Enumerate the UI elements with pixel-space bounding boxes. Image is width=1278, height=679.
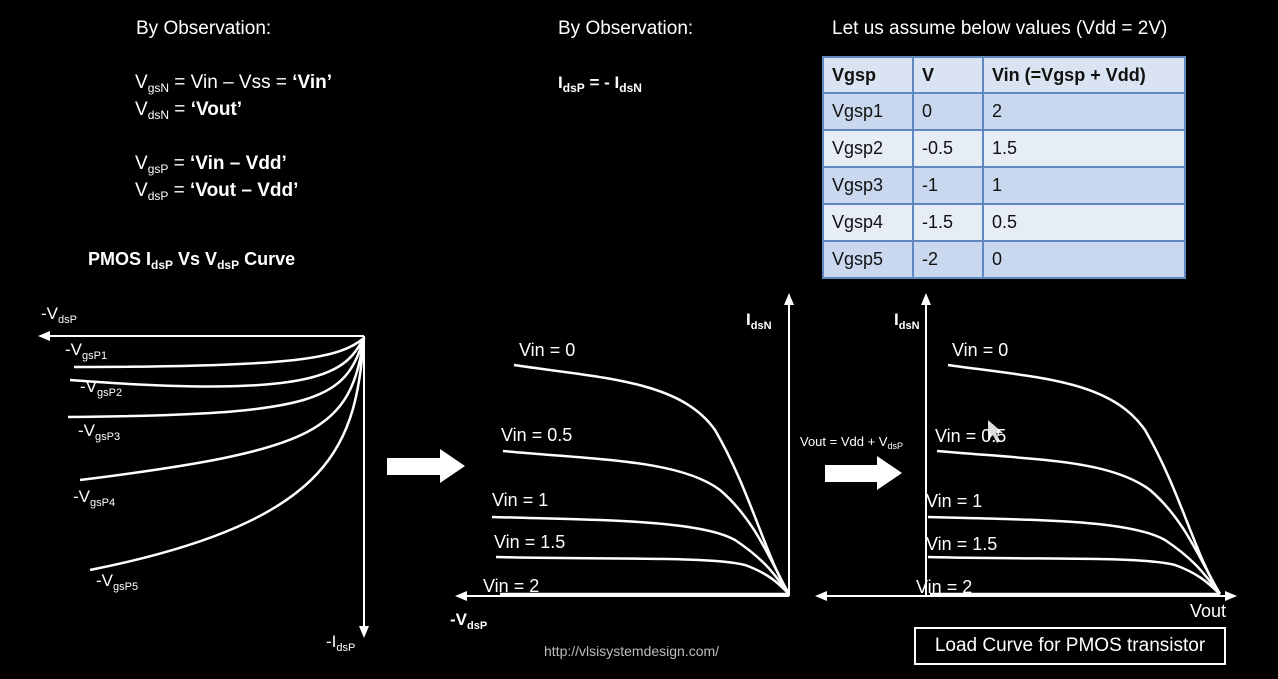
graph2-x-axis-label: -VdsP — [450, 610, 488, 632]
table-cell: 1.5 — [982, 129, 1186, 168]
equation-idsp: IdsP = - IdsN — [558, 73, 642, 95]
graph2-label-vin0: Vin = 0 — [519, 340, 576, 360]
graph1-x-arrow — [38, 331, 50, 341]
graph3-curve-vin1.5 — [927, 555, 1221, 595]
graph3-label-vin1.5: Vin = 1.5 — [926, 534, 998, 554]
graph1-x-axis-label: -VdsP — [41, 304, 77, 326]
left-heading: By Observation: — [136, 18, 272, 39]
table-header: V — [912, 56, 984, 94]
graph1-y-arrow — [359, 626, 369, 638]
graph1-curve-vgsp3 — [67, 337, 366, 419]
graph2-curve-vin1.5 — [495, 555, 790, 595]
table-cell: 0 — [982, 240, 1186, 279]
table-cell: 0 — [912, 92, 984, 131]
graph2-curve-vin1 — [491, 515, 791, 595]
graph3-curve-vin0 — [947, 363, 1222, 595]
table-header-row: Vgsp V Vin (=Vgsp + Vdd) — [822, 56, 1186, 94]
table-header: Vin (=Vgsp + Vdd) — [982, 56, 1186, 94]
table-cell: Vgsp1 — [822, 92, 914, 131]
table-cell: Vgsp3 — [822, 166, 914, 205]
graph2-y-arrow — [784, 293, 794, 305]
graph2-y-axis-label: IdsN — [746, 310, 772, 332]
graph3-x-axis-label: Vout — [1190, 601, 1227, 621]
graph1-label-vgsp2: -VgsP2 — [80, 377, 123, 399]
table-cell: Vgsp5 — [822, 240, 914, 279]
graph2-label-vin1.5: Vin = 1.5 — [494, 532, 566, 552]
graph2-x-arrow — [455, 591, 467, 601]
table-cell: -1.5 — [912, 203, 984, 242]
pmos-curve-title: PMOS IdsP Vs VdsP Curve — [88, 249, 296, 272]
source-url[interactable]: http://vlsisystemdesign.com/ — [544, 643, 720, 659]
graph3-curve-vin1 — [927, 515, 1221, 595]
graph1-curve-vgsp2 — [69, 337, 366, 388]
graph3-label-vin0: Vin = 0 — [952, 340, 1009, 360]
graph3-label-vin2: Vin = 2 — [916, 577, 973, 597]
equation-vgsn: VgsN = Vin – Vss = ‘Vin’ — [135, 72, 333, 95]
table-header: Vgsp — [822, 56, 914, 94]
cursor-icon — [988, 420, 1003, 443]
graph3-label-vin1: Vin = 1 — [926, 491, 983, 511]
graph1-curve-vgsp1 — [73, 337, 365, 369]
graph1-label-vgsp4: -VgsP4 — [73, 487, 116, 509]
transform-label: Vout = Vdd + VdsP — [800, 434, 903, 451]
middle-heading: By Observation: — [558, 18, 694, 39]
load-curve-caption: Load Curve for PMOS transistor — [914, 627, 1226, 665]
graph2-label-vin0.5: Vin = 0.5 — [501, 425, 573, 445]
graph3-y-arrow — [921, 293, 931, 305]
graph2-label-vin1: Vin = 1 — [492, 490, 549, 510]
right-heading: Let us assume below values (Vdd = 2V) — [832, 18, 1168, 39]
graph1-y-axis-label: -IdsP — [326, 632, 356, 654]
right-arrow-icon — [825, 456, 902, 490]
graph2-curve-vin0 — [513, 363, 791, 595]
graph3-label-vin0.5: Vin = 0.5 — [935, 426, 1007, 446]
graph2-curve-vin0.5 — [502, 449, 791, 595]
table-cell: -2 — [912, 240, 984, 279]
graph1-label-vgsp3: -VgsP3 — [78, 421, 121, 443]
table-cell: -1 — [912, 166, 984, 205]
graph1-label-vgsp5: -VgsP5 — [96, 571, 139, 593]
table-cell: 0.5 — [982, 203, 1186, 242]
table-cell: 1 — [982, 166, 1186, 205]
table-cell: 2 — [982, 92, 1186, 131]
graph3-y-axis-label: IdsN — [894, 310, 920, 332]
equation-vdsp: VdsP = ‘Vout – Vdd’ — [135, 180, 299, 203]
table-cell: Vgsp4 — [822, 203, 914, 242]
table-cell: -0.5 — [912, 129, 984, 168]
equation-vdsn: VdsN = ‘Vout’ — [135, 99, 243, 122]
graph3-curve-vin0.5 — [936, 449, 1222, 595]
graph3-x-left-arrow — [815, 591, 827, 601]
graph1-curve-vgsp4 — [79, 337, 366, 482]
graph1-label-vgsp1: -VgsP1 — [65, 340, 108, 362]
table-cell: Vgsp2 — [822, 129, 914, 168]
graph2-label-vin2: Vin = 2 — [483, 576, 540, 596]
equation-vgsp: VgsP = ‘Vin – Vdd’ — [135, 153, 287, 176]
graph3-x-right-arrow — [1225, 591, 1237, 601]
graph1-curve-vgsp5 — [89, 337, 366, 572]
right-arrow-icon — [387, 449, 465, 483]
